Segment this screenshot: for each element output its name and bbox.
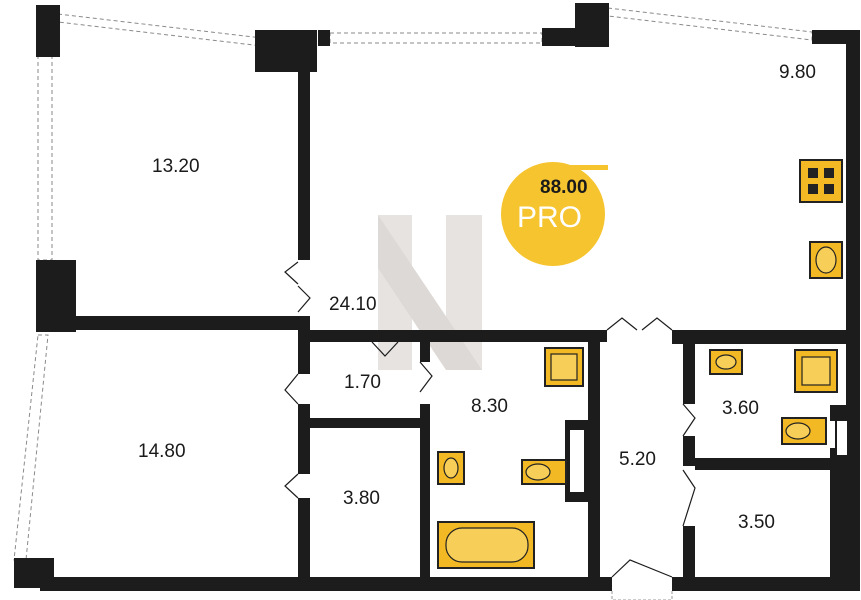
room-bedroom-bottom-area: 14.80 — [138, 441, 186, 462]
room-storage-area: 3.50 — [738, 512, 775, 533]
room-bedroom-top-area: 13.20 — [152, 156, 200, 177]
stove-icon — [799, 159, 843, 203]
room-wardrobe-area: 3.80 — [343, 488, 380, 509]
shower-icon — [544, 347, 584, 387]
wc-sink-icon — [709, 349, 743, 375]
total-area-badge: 88.00 PRO — [501, 162, 608, 266]
toilet-icon — [521, 459, 567, 485]
pro-label: PRO — [517, 201, 582, 234]
bathtub-icon — [437, 521, 535, 569]
wc-toilet-icon — [781, 417, 827, 445]
room-kitchen-area: 9.80 — [779, 62, 816, 83]
kitchen-sink-icon — [809, 241, 843, 279]
bath-vent-slot — [570, 430, 584, 492]
room-bathroom-area: 8.30 — [471, 396, 508, 417]
room-wc-area: 3.60 — [722, 398, 759, 419]
windows — [13, 7, 813, 561]
wc-shower-icon — [794, 349, 838, 393]
wc-vent-slot — [835, 419, 849, 457]
walls — [14, 3, 860, 591]
room-hall-area: 5.20 — [619, 449, 656, 470]
room-closet-area: 1.70 — [344, 372, 381, 393]
total-area-value: 88.00 — [540, 177, 588, 198]
doors[interactable] — [284, 261, 696, 600]
room-living-area: 24.10 — [329, 294, 377, 315]
bath-sink-icon — [437, 451, 465, 485]
